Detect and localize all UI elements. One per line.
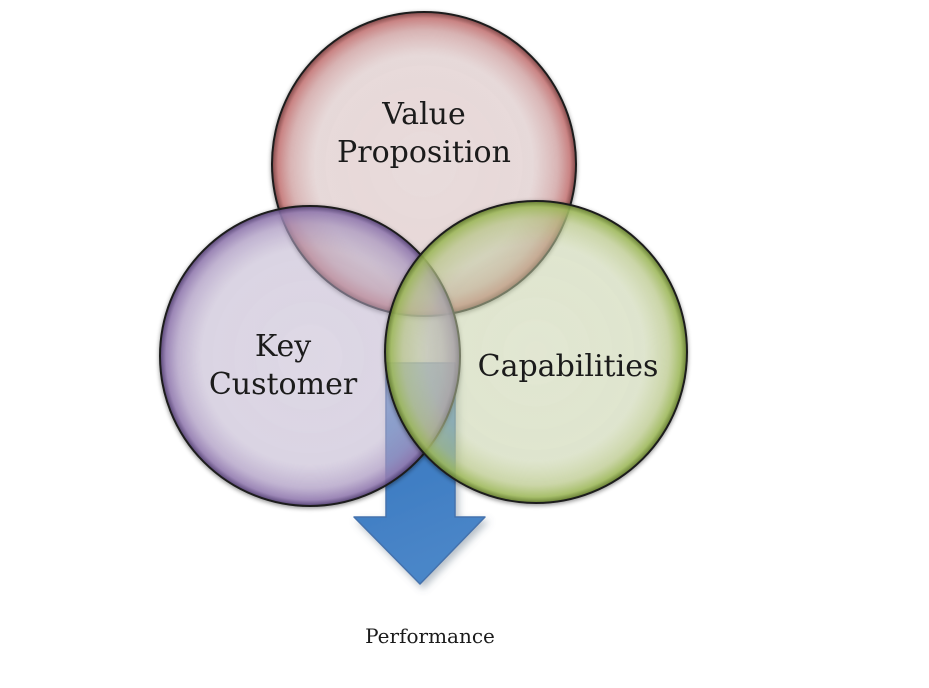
performance-label: Performance [365,624,495,648]
value-proposition-label: Value Proposition [337,97,511,170]
capabilities-circle [384,200,688,504]
key-customer-label: Key Customer [208,329,358,402]
capabilities-label: Capabilities [477,349,659,384]
